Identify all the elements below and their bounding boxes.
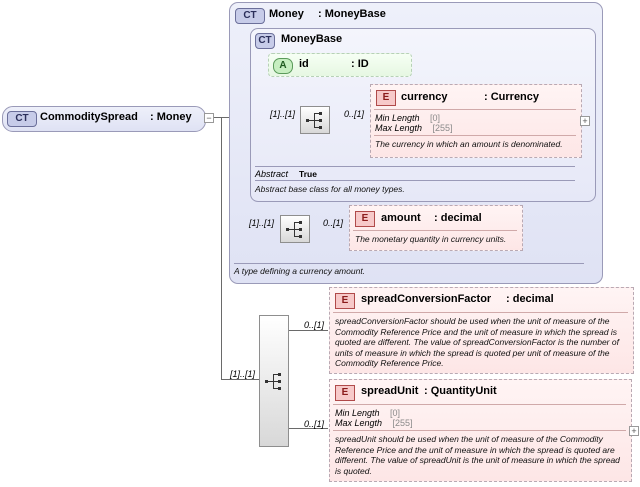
divider	[234, 263, 584, 264]
connector	[205, 117, 231, 118]
id-attribute-name: id	[299, 58, 309, 70]
element-cardinality: 0..[1]	[304, 419, 325, 429]
money-type-name: Money	[269, 8, 304, 20]
element-cardinality: 0..[1]	[344, 109, 365, 119]
facet-label: Min Length	[375, 113, 420, 123]
spread-unit-name: spreadUnit	[361, 385, 419, 397]
element-icon: E	[335, 293, 355, 309]
attribute-icon: A	[273, 58, 293, 74]
money-description: A type defining a currency amount.	[234, 266, 366, 276]
currency-description: The currency in which an amount is denom…	[375, 139, 563, 149]
commodity-spread-name: CommoditySpread	[40, 111, 138, 123]
divider	[333, 430, 626, 431]
sequence-compositor[interactable]	[280, 215, 310, 243]
facet-label: Max Length	[375, 123, 423, 133]
spread-unit-node[interactable]: E spreadUnit : QuantityUnit Min Length […	[329, 379, 632, 482]
commodity-spread-node[interactable]: CT CommoditySpread : Money	[2, 106, 206, 132]
divider	[255, 166, 575, 167]
currency-element-node[interactable]: E currency : Currency Min Length [0] Max…	[370, 84, 582, 158]
divider	[333, 312, 628, 313]
facet-label: Max Length	[335, 418, 383, 428]
money-base-name: MoneyBase	[281, 33, 343, 45]
facet-min-length: Min Length [0]	[335, 408, 400, 418]
sequence-compositor[interactable]	[259, 315, 289, 447]
currency-name: currency	[401, 91, 448, 103]
facet-max-length: Max Length [255]	[335, 418, 413, 428]
element-icon: E	[355, 211, 375, 227]
facet-value: [255]	[392, 418, 413, 428]
facet-label: Min Length	[335, 408, 380, 418]
spread-conversion-factor-node[interactable]: E spreadConversionFactor : decimal sprea…	[329, 287, 634, 374]
facet-value: [255]	[432, 123, 453, 133]
expand-toggle[interactable]: +	[629, 426, 639, 436]
element-cardinality: 0..[1]	[323, 218, 344, 228]
sequence-compositor[interactable]	[300, 106, 330, 134]
divider	[255, 180, 575, 181]
facet-value: [0]	[430, 113, 441, 123]
element-icon: E	[376, 90, 396, 106]
facet-max-length: Max Length [255]	[375, 123, 453, 133]
connector	[288, 428, 328, 429]
complex-type-icon: CT	[255, 33, 275, 49]
facet-min-length: Min Length [0]	[375, 113, 440, 123]
complex-type-icon: CT	[235, 8, 265, 24]
connector	[288, 330, 328, 331]
element-cardinality: 0..[1]	[304, 320, 325, 330]
divider	[374, 109, 576, 110]
money-base-description: Abstract base class for all money types.	[255, 184, 405, 194]
spread-conversion-factor-description: spreadConversionFactor should be used wh…	[335, 316, 619, 368]
abstract-label: Abstract	[255, 169, 289, 179]
spread-conversion-factor-name: spreadConversionFactor	[361, 293, 492, 305]
facet-value: [0]	[390, 408, 401, 418]
currency-type: : Currency	[484, 91, 540, 103]
amount-description: The monetary quantity in currency units.	[355, 234, 507, 244]
money-base-type: : MoneyBase	[318, 8, 386, 20]
divider	[333, 404, 626, 405]
sequence-icon	[265, 373, 281, 390]
sequence-icon	[286, 221, 302, 238]
connector	[221, 379, 259, 380]
amount-name: amount	[381, 212, 421, 224]
spread-unit-description: spreadUnit should be used when the unit …	[335, 434, 620, 476]
collapse-toggle[interactable]: −	[204, 113, 214, 123]
amount-element-node[interactable]: E amount : decimal The monetary quantity…	[349, 205, 523, 251]
abstract-value: True	[299, 169, 317, 179]
complex-type-icon: CT	[7, 111, 37, 127]
id-attribute-type: : ID	[351, 58, 369, 70]
sequence-cardinality: [1]..[1]	[249, 218, 275, 228]
id-attribute-node[interactable]: A id : ID	[268, 53, 412, 77]
expand-toggle[interactable]: +	[580, 116, 590, 126]
divider	[353, 230, 517, 231]
spread-conversion-factor-type: : decimal	[506, 293, 554, 305]
sequence-icon	[306, 112, 322, 129]
divider	[374, 135, 576, 136]
connector	[221, 118, 222, 380]
element-icon: E	[335, 385, 355, 401]
amount-type: : decimal	[434, 212, 482, 224]
sequence-cardinality: [1]..[1]	[230, 369, 256, 379]
spread-unit-type: : QuantityUnit	[424, 385, 497, 397]
commodity-spread-type: : Money	[150, 111, 192, 123]
sequence-cardinality: [1]..[1]	[270, 109, 296, 119]
